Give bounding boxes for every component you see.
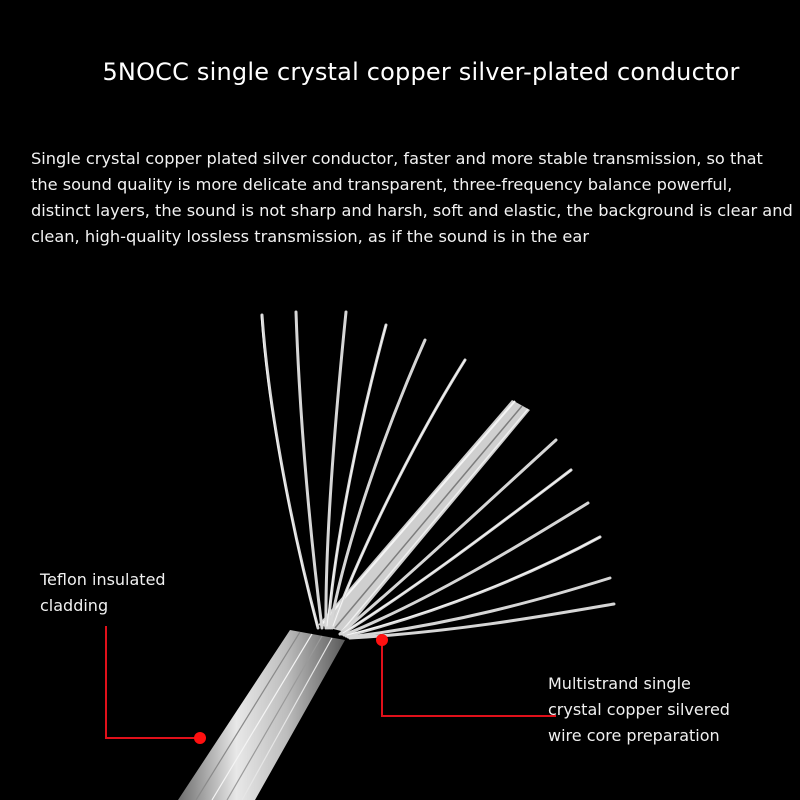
callout-line-core	[376, 634, 556, 717]
strand-highlights	[260, 314, 601, 636]
description-paragraph: Single crystal copper plated silver cond…	[31, 146, 793, 250]
callout-dot-insulation	[194, 732, 206, 744]
callout-label-line: Teflon insulated	[40, 570, 166, 589]
page-title: 5NOCC single crystal copper silver-plate…	[102, 58, 740, 86]
callout-label-insulation: Teflon insulated cladding	[40, 567, 166, 619]
callout-label-line: Multistrand single	[548, 674, 691, 693]
description-line: distinct layers, the sound is not sharp …	[31, 201, 793, 220]
description-line: clean, high-quality lossless transmissio…	[31, 227, 589, 246]
callout-line-insulation	[105, 626, 206, 744]
description-line: Single crystal copper plated silver cond…	[31, 149, 763, 168]
callout-dot-core	[376, 634, 388, 646]
fanned-strands	[260, 310, 616, 640]
callout-label-line: wire core preparation	[548, 726, 720, 745]
callout-label-core: Multistrand single crystal copper silver…	[548, 671, 730, 749]
cable-body	[178, 630, 345, 800]
callout-label-line: cladding	[40, 596, 109, 615]
description-line: the sound quality is more delicate and t…	[31, 175, 733, 194]
callout-label-line: crystal copper silvered	[548, 700, 730, 719]
twisted-core-bundle	[318, 400, 530, 632]
